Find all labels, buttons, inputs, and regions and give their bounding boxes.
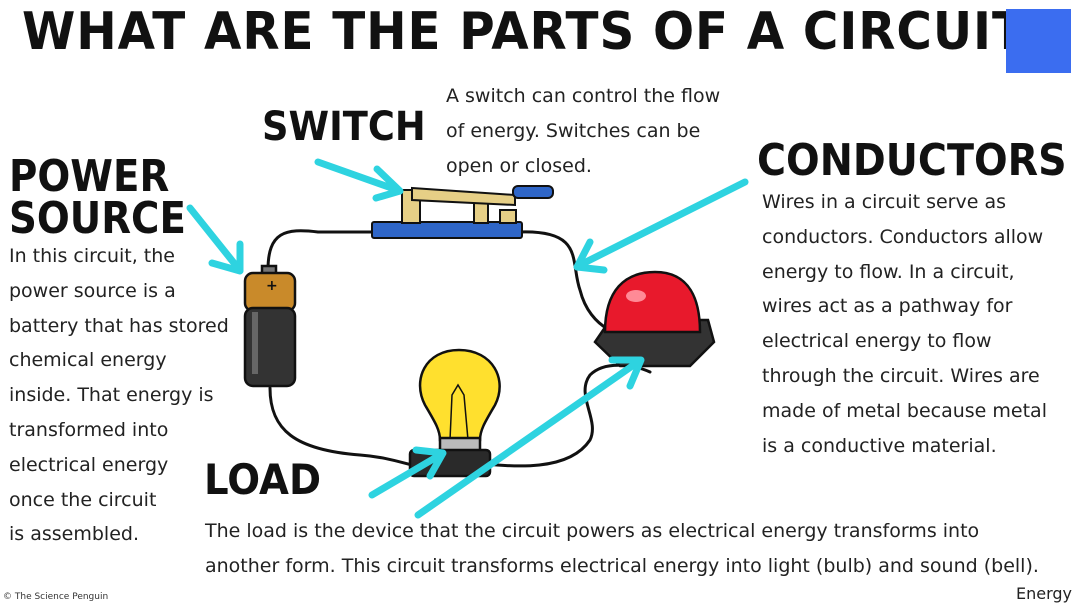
load-description: The load is the device that the circuit … [205,514,1075,584]
text-line: A switch can control the flow [446,85,721,107]
text-line: another form. This circuit transforms el… [205,554,1039,577]
load-heading: LOAD [204,455,322,504]
knife-switch [371,185,554,239]
text-line: wires act as a pathway for [762,295,1013,318]
arrow-conductors [573,178,749,274]
text-line: of energy. Switches can be [446,119,701,142]
switch-contact [499,209,517,224]
battery [243,264,297,388]
switch-description: A switch can control the flow of energy.… [446,79,756,183]
text-line: open or closed. [446,154,592,177]
text-line: energy to flow. In a circuit, [762,260,1015,283]
switch-blade [411,186,516,207]
switch-handle [512,185,554,199]
arrow-switch [314,158,404,202]
conductors-heading: CONDUCTORS [757,135,1067,186]
text-line: is a conductive material. [762,434,997,457]
text-line: power source is a [9,279,176,302]
bell-dome [603,270,702,334]
arrow-load-bulb [368,446,447,499]
switch-heading: SWITCH [262,104,426,150]
arrow-power-source [186,204,244,275]
bulb-filament [449,383,469,441]
wire-battery-to-switch [266,229,382,272]
power-source-heading: POWER SOURCE [9,151,186,244]
battery-shine [252,312,258,374]
topic-label: Energy [1015,584,1072,603]
bell [593,270,716,368]
text-line: chemical energy [9,349,167,372]
text-line: electrical energy [9,453,169,476]
bell-shine [626,290,646,302]
text-line: through the circuit. Wires are [762,364,1040,387]
copyright-text: © The Science Penguin [3,592,109,602]
bulb-glass [418,348,501,442]
text-line: In this circuit, the [9,245,175,267]
battery-plus-label: + [266,278,278,294]
power-source-heading-line: POWER [9,151,170,202]
page-title: WHAT ARE THE PARTS OF A CIRCUIT? [22,2,1055,62]
text-line: inside. That energy is [9,384,214,407]
text-line: transformed into [9,418,169,441]
text-line: made of metal because metal [762,399,1047,422]
corner-accent-square [1006,9,1071,73]
power-source-heading-line: SOURCE [9,192,186,244]
power-source-description: In this circuit, the power source is a b… [9,239,244,552]
pointer-arrows [186,158,749,519]
light-bulb [408,348,501,478]
text-line: battery that has stored [9,314,229,337]
wire-bulb-to-bell [453,363,652,468]
conductors-description: Wires in a circuit serve as conductors. … [762,185,1062,463]
text-line: is assembled. [9,523,139,546]
switch-base [371,221,523,239]
text-line: The load is the device that the circuit … [205,520,980,542]
arrow-load-bell [414,356,645,519]
text-line: once the circuit [9,488,157,511]
text-line: Wires in a circuit serve as [762,191,1007,213]
text-line: electrical energy to flow [762,330,992,353]
text-line: conductors. Conductors allow [762,225,1044,248]
